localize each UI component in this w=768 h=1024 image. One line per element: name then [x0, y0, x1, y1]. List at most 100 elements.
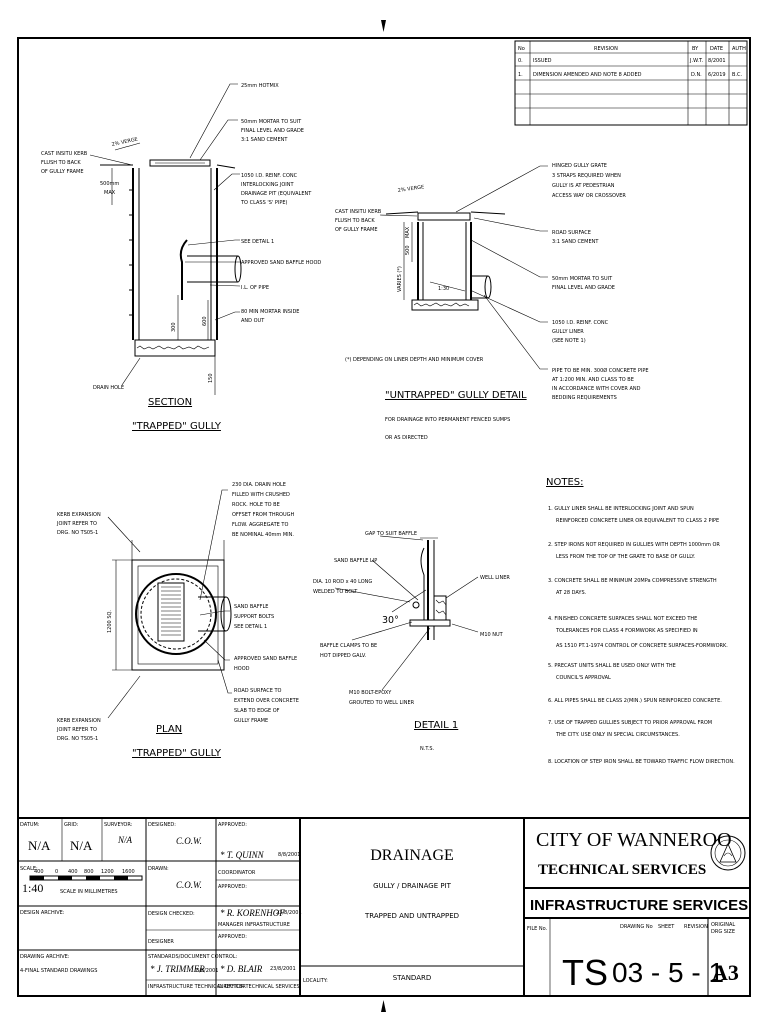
label-verge: 2% VERGE — [111, 137, 138, 148]
design-archive-label: DESIGN ARCHIVE: — [20, 910, 65, 916]
drawing-subtitle-2: TRAPPED AND UNTRAPPED — [364, 912, 459, 920]
revision-label: REVISION — [684, 924, 708, 930]
note-4-line-1: 4. FINISHED CONCRETE SURFACES SHALL NOT … — [548, 616, 697, 622]
label-pit-2: INTERLOCKING JOINT — [241, 182, 295, 188]
drawing-number: 03 - 5 - 1 — [612, 957, 724, 988]
datum-label: DATUM: — [20, 822, 40, 828]
drawn-label: DRAWN: — [148, 866, 169, 872]
rev-row-0-no: 0. — [518, 58, 523, 64]
grid-value: N/A — [70, 838, 93, 853]
approved-1-date: 8/8/2001 — [278, 852, 300, 858]
dim-u-500: 500 — [405, 245, 411, 255]
label-m10-bolt-1: M10 BOLT-EPOXY — [349, 690, 392, 696]
rev-header-by: BY — [692, 46, 699, 52]
drawing-archive-value: 4-FINAL STANDARD DRAWINGS — [20, 968, 97, 974]
scale-caption: SCALE IN MILLIMETRES — [60, 889, 118, 895]
plan-subtitle: "TRAPPED" GULLY — [132, 748, 222, 759]
label-hood-1: APPROVED SAND BAFFLE — [234, 656, 297, 662]
rev-header-revision: REVISION — [594, 46, 618, 52]
file-no-label: FILE No. — [527, 926, 548, 932]
standards-role: INFRASTRUCTURE TECHNICAL OFFICER — [148, 984, 246, 990]
drawing-subtitle-1: GULLY / DRAINAGE PIT — [373, 882, 452, 890]
label-u-kerb-3: OF GULLY FRAME — [335, 227, 378, 233]
label-kerb-1: CAST INSITU KERB — [41, 151, 88, 157]
label-kerb-a-3: DRG. NO TS05-1 — [57, 530, 98, 536]
scale-tick-400: 400 — [34, 869, 44, 875]
untrapped-drawing — [379, 165, 548, 370]
label-kerb-3: OF GULLY FRAME — [41, 169, 84, 175]
note-3-line-1: 3. CONCRETE SHALL BE MINIMUM 20MPa COMPR… — [548, 578, 717, 584]
label-liner-2: GULLY LINER — [552, 329, 584, 335]
label-m10-nut: M10 NUT — [480, 632, 504, 638]
centre-mark-bottom — [381, 1000, 386, 1012]
note-5-line-1: 5. PRECAST UNITS SHALL BE USED ONLY WITH… — [548, 663, 676, 669]
approved-3-label: APPROVED: — [218, 934, 247, 940]
scale-label: SCALE: — [20, 866, 38, 872]
approved-2-label: APPROVED: — [218, 884, 247, 890]
label-500-max-2: MAX — [104, 190, 116, 196]
note-7-line-1: 7. USE OF TRAPPED GULLIES SUBJECT TO PRI… — [548, 720, 712, 726]
designed-label: DESIGNED: — [148, 822, 176, 828]
label-hole-3: ROCK. HOLE TO BE — [232, 502, 280, 508]
label-plan-road-1: ROAD SURFACE TO — [234, 688, 282, 694]
plan-drawing — [107, 489, 232, 719]
note-1-line-2: REINFORCED CONCRETE LINER OR EQUIVALENT … — [556, 518, 719, 524]
label-kerb-b-3: DRG. NO TS05-1 — [57, 736, 98, 742]
label-pipe-3: IN ACCORDANCE WITH COVER AND — [552, 386, 641, 392]
label-baffle-lip: SAND BAFFLE LIP — [334, 558, 377, 564]
label-500-max-1: 500mm — [100, 181, 119, 187]
label-pipe-2: AT 1:200 MIN. AND CLASS TO BE — [552, 377, 634, 383]
label-mortar-2: FINAL LEVEL AND GRADE — [241, 128, 304, 134]
standards-name: * J. TRIMMER — [150, 964, 205, 974]
drawing-border — [17, 37, 751, 997]
approved-3-role: DIRECTOR TECHNICAL SERVICES — [218, 984, 300, 990]
approved-2-name: * R. KORENHOF — [220, 908, 285, 918]
label-baffle-hood: APPROVED SAND BAFFLE HOOD — [241, 260, 321, 266]
label-il-pipe: I.L. OF PIPE — [241, 285, 269, 291]
rev-row-0-text: ISSUED — [533, 58, 552, 64]
label-u-kerb-2: FLUSH TO BACK — [335, 218, 375, 224]
label-grade: 1:30 — [438, 286, 449, 292]
locality-value: STANDARD — [393, 974, 432, 982]
approved-2-date: 23/8/2001 — [276, 910, 302, 916]
label-mortar-3: 3:1 SAND CEMENT — [241, 137, 288, 143]
sheet-label: SHEET — [658, 924, 675, 930]
approved-1-name: * T. QUINN — [220, 850, 265, 860]
label-grate-3: GULLY IS AT PEDESTRIAN — [552, 183, 615, 189]
locality-label: LOCALITY: — [303, 978, 328, 984]
label-pipe-4: BEDDING REQUIREMENTS — [552, 395, 617, 401]
drawing-prefix: TS — [562, 952, 608, 993]
label-bolt-2: SUPPORT BOLTS — [234, 614, 274, 620]
scale-value: 1:40 — [22, 881, 43, 895]
label-kerb-b-2: JOINT REFER TO — [56, 727, 97, 733]
note-2-line-1: 2. STEP IRONS NOT REQUIRED IN GULLIES WI… — [548, 542, 720, 548]
approved-2-role: MANAGER INFRASTRUCTURE — [218, 922, 290, 928]
surveyor-value: N/A — [117, 835, 133, 845]
section-title: SECTION — [148, 397, 192, 408]
label-plan-road-3: SLAB TO EDGE OF — [234, 708, 280, 714]
label-varies: VARIES (*) — [397, 266, 403, 292]
org-section: INFRASTRUCTURE SERVICES — [530, 897, 748, 914]
label-kerb-2: FLUSH TO BACK — [41, 160, 81, 166]
label-see-detail: SEE DETAIL 1 — [241, 239, 274, 245]
drawing-no-label: DRAWING No — [620, 924, 653, 930]
label-angle: 30° — [382, 615, 399, 626]
detail-1-subtitle: N.T.S. — [420, 746, 435, 752]
rev-row-1-date: 6/2019 — [708, 72, 726, 78]
scale-tick-1200: 1200 — [101, 869, 114, 875]
original-size-label-1: ORIGINAL — [711, 922, 735, 928]
label-mortar-1: 50mm MORTAR TO SUIT — [241, 119, 302, 125]
untrapped-note-1: FOR DRAINAGE INTO PERMANENT FENCED SUMPS — [385, 417, 510, 423]
label-bolt-3: SEE DETAIL 1 — [234, 624, 267, 630]
sheet-size: A3 — [712, 960, 739, 985]
centre-mark-top — [381, 20, 386, 32]
drawing-title: DRAINAGE — [370, 847, 454, 864]
section-trapped-drawing — [89, 83, 242, 395]
label-kerb-b-1: KERB EXPANSION — [57, 718, 101, 724]
label-hole-6: BE NOMINAL 40mm MIN. — [232, 532, 294, 538]
label-m10-bolt-2: GROUTED TO WELL LINER — [349, 700, 415, 706]
label-plan-road-2: EXTEND OVER CONCRETE — [234, 698, 299, 704]
label-u-mortar-2: FINAL LEVEL AND GRADE — [552, 285, 615, 291]
note-8-line-1: 8. LOCATION OF STEP IRON SHALL BE TOWARD… — [548, 759, 735, 765]
